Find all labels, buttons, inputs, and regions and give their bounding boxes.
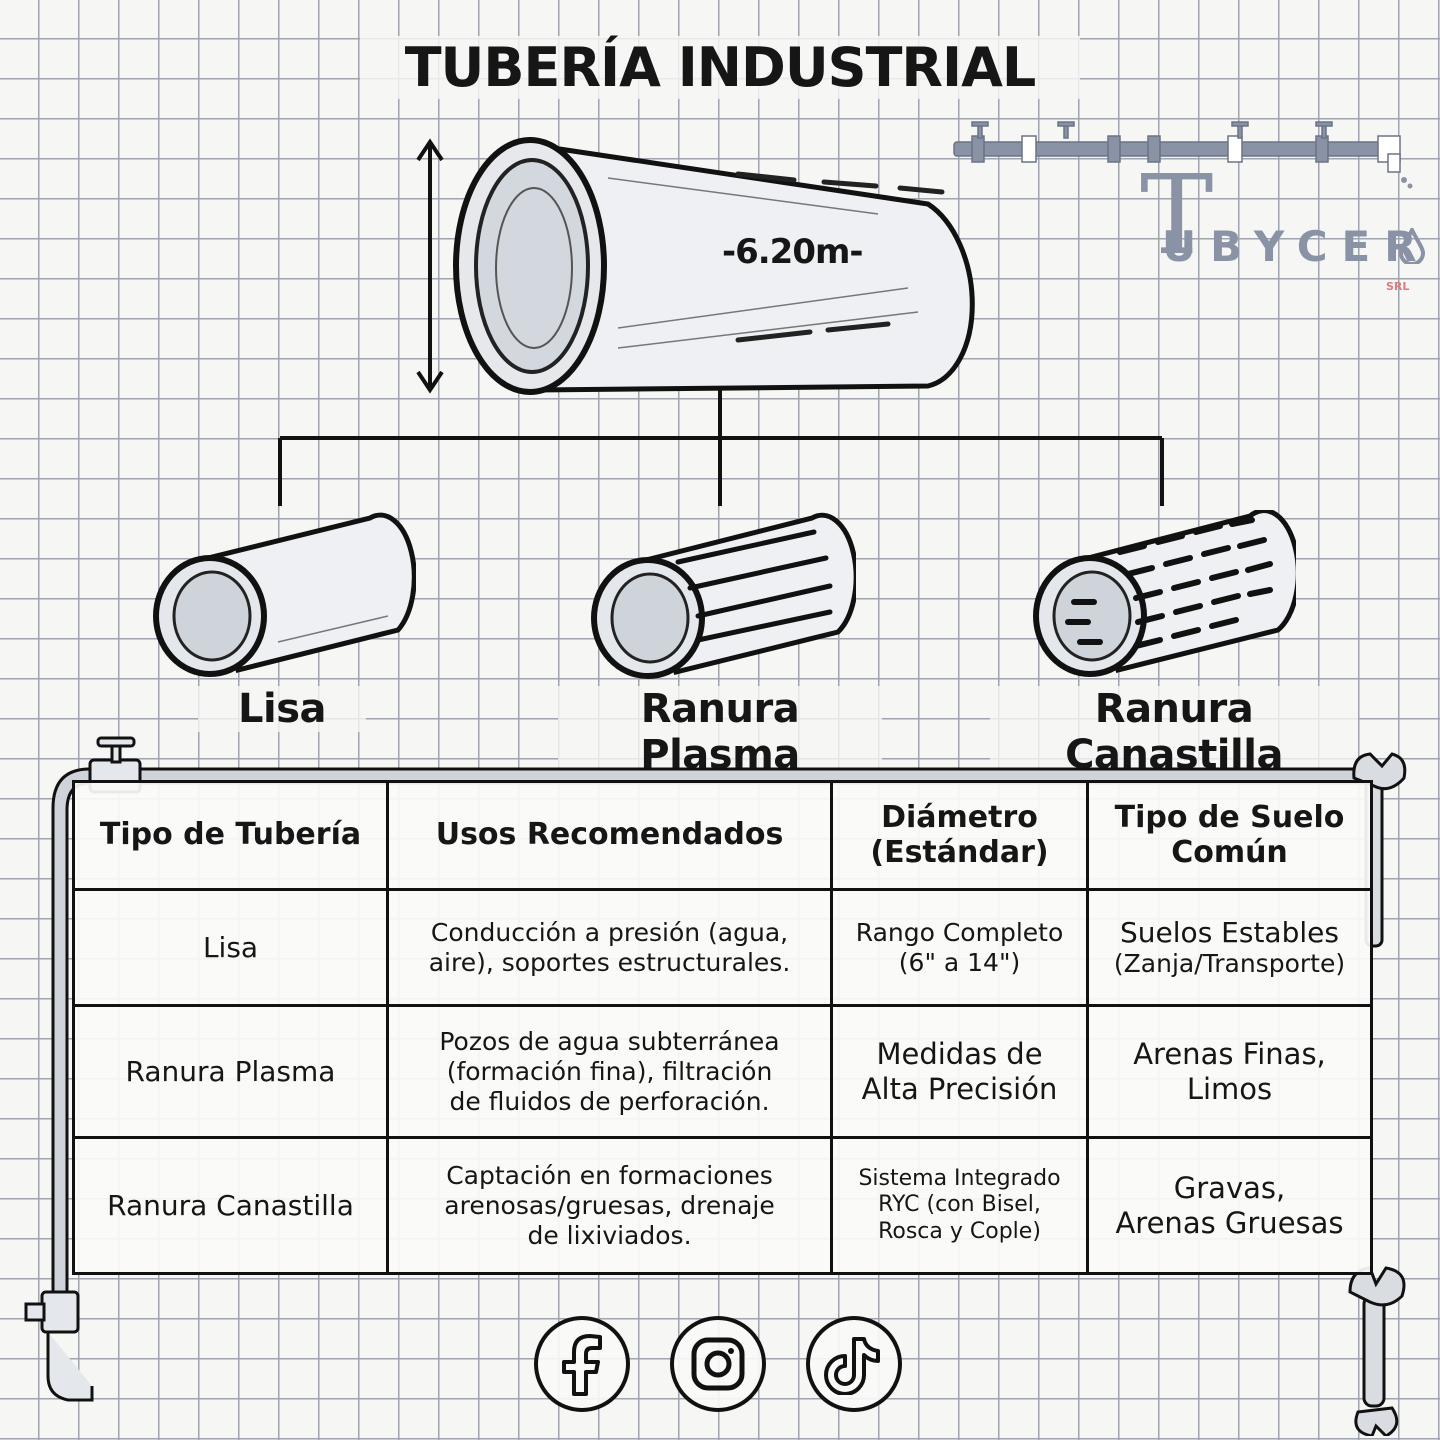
brand-initial: T bbox=[1140, 151, 1214, 279]
plumbing-frame bbox=[24, 736, 1407, 1436]
spec-table: Tipo de Tubería Usos Recomendados Diámet… bbox=[72, 780, 1373, 1275]
brand-pipe-graphic bbox=[953, 121, 1413, 189]
cell-soil: Suelos Estables(Zanja/Transporte) bbox=[1086, 888, 1373, 1007]
header-uses: Usos Recomendados bbox=[386, 780, 833, 891]
plasma-slot-pipe-icon bbox=[591, 512, 856, 679]
cell-soil: Arenas Finas,Limos bbox=[1086, 1004, 1373, 1139]
cell-uses: Conducción a presión (agua,aire), soport… bbox=[386, 888, 833, 1007]
table-row: Ranura Canastilla Captación en formacion… bbox=[72, 1136, 1373, 1275]
table-header-row: Tipo de Tubería Usos Recomendados Diámet… bbox=[72, 780, 1373, 891]
facebook-icon bbox=[562, 1334, 602, 1396]
wrench-icon-bottom bbox=[1348, 1266, 1406, 1436]
main-pipe-length: -6.20m- bbox=[722, 232, 864, 272]
instagram-icon bbox=[691, 1337, 745, 1391]
cell-soil: Gravas,Arenas Gruesas bbox=[1086, 1136, 1373, 1275]
cell-type: Ranura Plasma bbox=[72, 1004, 389, 1139]
page-title: TUBERÍA INDUSTRIAL bbox=[360, 36, 1080, 99]
table-row: Lisa Conducción a presión (agua,aire), s… bbox=[72, 888, 1373, 1007]
brand-suffix: SRL bbox=[1386, 280, 1410, 293]
tiktok-link[interactable] bbox=[806, 1316, 902, 1412]
brand-name: UBYCER bbox=[1162, 222, 1431, 271]
cell-uses: Pozos de agua subterránea(formación fina… bbox=[386, 1004, 833, 1139]
cell-diameter: Rango Completo(6" a 14") bbox=[830, 888, 1089, 1007]
pipe-type-label-lisa: Lisa bbox=[198, 686, 366, 732]
plain-pipe-icon bbox=[153, 512, 416, 677]
header-type: Tipo de Tubería bbox=[72, 780, 389, 891]
table-row: Ranura Plasma Pozos de agua subterránea(… bbox=[72, 1004, 1373, 1139]
tiktok-icon bbox=[824, 1337, 880, 1395]
header-diameter: Diámetro(Estándar) bbox=[830, 780, 1089, 891]
water-drop-icon bbox=[1398, 228, 1426, 264]
instagram-link[interactable] bbox=[670, 1316, 766, 1412]
cell-type: Lisa bbox=[72, 888, 389, 1007]
cell-type: Ranura Canastilla bbox=[72, 1136, 389, 1275]
facebook-link[interactable] bbox=[534, 1316, 630, 1412]
basket-slot-pipe-icon bbox=[1033, 510, 1296, 677]
branch-connector bbox=[278, 388, 1164, 506]
height-arrow-icon bbox=[416, 138, 444, 394]
main-pipe-icon bbox=[453, 137, 975, 395]
